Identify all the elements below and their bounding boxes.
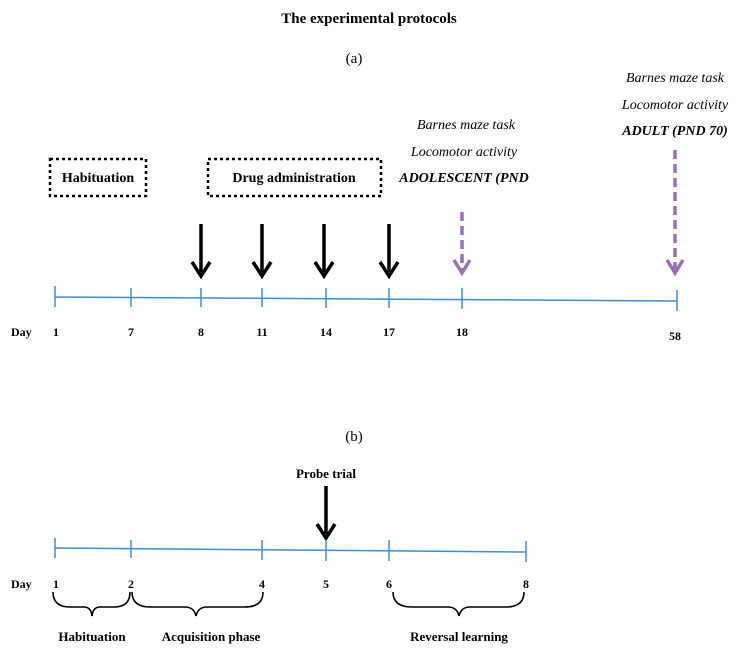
acquisition-phase-label: Acquisition phase xyxy=(162,629,261,644)
day-tick-label: 11 xyxy=(256,325,267,339)
drug-administration-box xyxy=(206,157,383,198)
down-arrow-icon xyxy=(190,224,212,280)
timeline-a-ticks xyxy=(54,286,678,311)
day-tick-label: 8 xyxy=(523,577,529,591)
day-tick-label: 8 xyxy=(198,325,204,339)
day-tick-label: 1 xyxy=(53,577,59,591)
day-tick-label: 18 xyxy=(456,325,468,339)
down-arrow-icon xyxy=(378,224,400,280)
day-tick-label: 6 xyxy=(386,577,392,591)
habituation-phase-label: Habituation xyxy=(58,629,126,644)
panel-b-label: (b) xyxy=(345,429,363,445)
habituation-brace xyxy=(52,591,131,617)
probe-trial-label: Probe trial xyxy=(296,466,356,481)
diagram-title: The experimental protocols xyxy=(281,11,457,27)
panel-a: (a) Habituation Drug administration Barn… xyxy=(11,51,729,343)
panel-a-label: (a) xyxy=(346,51,363,67)
reversal-phase-label: Reversal learning xyxy=(410,629,508,644)
dashed-down-arrow-icon xyxy=(452,212,472,277)
drug-administration-box-label: Drug administration xyxy=(232,171,356,186)
day-label: Day xyxy=(11,577,32,591)
day-tick-label: 2 xyxy=(128,577,134,591)
adult-locomotor-text: Locomotor activity xyxy=(621,98,729,113)
timeline-b xyxy=(54,547,527,553)
adolescent-barnes-maze-text: Barnes maze task xyxy=(417,118,516,133)
day-tick-label: 14 xyxy=(320,325,332,339)
down-arrow-icon xyxy=(313,224,335,280)
timeline-a xyxy=(54,296,678,302)
day-tick-label: 4 xyxy=(259,577,265,591)
reversal-brace xyxy=(392,591,525,617)
day-tick-label: 58 xyxy=(669,329,681,343)
dashed-down-arrow-icon xyxy=(665,150,685,277)
day-tick-label: 5 xyxy=(323,577,329,591)
adult-barnes-maze-text: Barnes maze task xyxy=(626,71,725,86)
down-arrow-icon xyxy=(315,486,337,542)
timeline-b-ticks xyxy=(54,538,527,562)
day-tick-label: 1 xyxy=(53,325,59,339)
habituation-box xyxy=(48,157,148,198)
adolescent-locomotor-text: Locomotor activity xyxy=(410,145,518,160)
day-tick-label: 7 xyxy=(128,325,134,339)
habituation-box-label: Habituation xyxy=(62,171,135,186)
day-tick-label: 17 xyxy=(383,325,395,339)
adolescent-stage-text: ADOLESCENT (PND xyxy=(398,171,529,186)
panel-b: (b) Probe trial Day 1 2 4 5 6 8 Habituat… xyxy=(11,429,529,644)
day-label: Day xyxy=(11,325,32,339)
down-arrow-icon xyxy=(251,224,273,280)
acquisition-brace xyxy=(131,591,264,617)
adult-stage-text: ADULT (PND 70) xyxy=(621,124,728,139)
